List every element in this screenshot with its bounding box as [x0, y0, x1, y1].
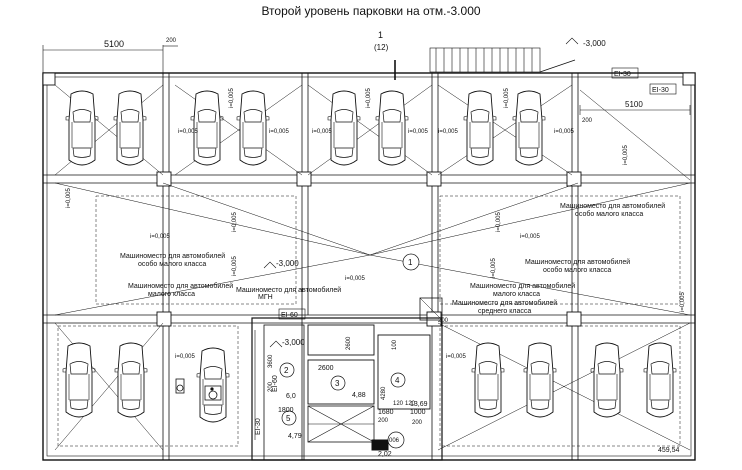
- drawing-title: Второй уровень парковки на отм.-3.000: [261, 4, 481, 18]
- svg-text:200: 200: [268, 381, 274, 392]
- svg-text:3600: 3600: [268, 354, 274, 368]
- svg-text:100: 100: [392, 339, 398, 350]
- level-marks: [263, 37, 579, 348]
- fire-label-2: EI-30: [652, 87, 669, 94]
- svg-text:Машиноместо для автомобилей: Машиноместо для автомобилей: [452, 299, 557, 307]
- svg-text:1680: 1680: [378, 409, 394, 416]
- svg-text:особо малого класса: особо малого класса: [138, 260, 206, 268]
- svg-text:4,79: 4,79: [288, 433, 302, 440]
- svg-text:i=0,005: i=0,005: [175, 354, 196, 360]
- ramp: [429, 47, 576, 73]
- svg-text:i=0,005: i=0,005: [66, 187, 72, 208]
- cars-top-row: [65, 90, 546, 166]
- svg-text:i=0,005: i=0,005: [496, 211, 502, 232]
- room-number-4: 4: [395, 376, 400, 385]
- svg-text:i=0,005: i=0,005: [554, 129, 575, 135]
- svg-text:МГН: МГН: [258, 294, 273, 301]
- svg-text:i=0,005: i=0,005: [345, 276, 366, 282]
- svg-text:i=0,005: i=0,005: [680, 291, 686, 312]
- svg-text:Машиноместо для автомобилей: Машиноместо для автомобилей: [120, 252, 225, 260]
- dimension-lines: [42, 45, 691, 440]
- svg-text:особо малого класса: особо малого класса: [543, 266, 611, 274]
- fire-label-5: EI-30: [255, 418, 262, 435]
- svg-text:среднего класса: среднего класса: [478, 308, 531, 315]
- svg-text:120: 120: [393, 401, 404, 407]
- svg-text:200: 200: [378, 418, 389, 424]
- svg-text:200: 200: [412, 420, 423, 426]
- room-markers: [279, 253, 420, 449]
- svg-text:120: 120: [405, 401, 416, 407]
- fire-label-3: EI-60: [281, 312, 298, 319]
- room-number-5: 5: [286, 414, 291, 423]
- wheelchair-icon: [175, 378, 222, 401]
- parking-zones: [57, 195, 681, 447]
- svg-text:i=0,005: i=0,005: [438, 129, 459, 135]
- dim-right-span: 5100: [625, 100, 643, 109]
- fire-label-4: EI-60: [272, 375, 279, 392]
- svg-text:i=0,005: i=0,005: [491, 257, 497, 278]
- level-mark-top-right: -3,000: [583, 39, 606, 48]
- level-mark-center: -3,000: [276, 259, 299, 268]
- svg-text:459,54: 459,54: [658, 447, 680, 454]
- svg-text:2600: 2600: [318, 365, 334, 372]
- svg-text:i=0,005: i=0,005: [504, 87, 510, 108]
- svg-text:i=0,005: i=0,005: [446, 354, 467, 360]
- room-number-006: 006: [389, 438, 400, 444]
- dim-top-gap: 200: [166, 38, 177, 44]
- fire-label-1: EI-30: [614, 71, 631, 78]
- svg-text:малого класса: малого класса: [148, 291, 195, 298]
- svg-text:i=0,005: i=0,005: [232, 211, 238, 232]
- svg-text:i=0,005: i=0,005: [269, 129, 290, 135]
- svg-text:2,02: 2,02: [378, 451, 392, 458]
- dim-top-left-span: 5100: [104, 39, 124, 49]
- level-mark-core: -3,000: [282, 338, 305, 347]
- svg-text:i=0,005: i=0,005: [366, 87, 372, 108]
- svg-text:Машиноместо для автомобилей: Машиноместо для автомобилей: [525, 258, 630, 266]
- svg-text:особо малого класса: особо малого класса: [575, 210, 643, 218]
- svg-text:i=0,005: i=0,005: [178, 129, 199, 135]
- svg-text:Машиноместо для автомобилей: Машиноместо для автомобилей: [128, 282, 233, 290]
- svg-text:1800: 1800: [278, 407, 294, 414]
- core-dimensions: 2600 3600 2600 4280 4,88 6,0 200 1800 4,…: [268, 318, 680, 458]
- svg-text:6,0: 6,0: [286, 393, 296, 400]
- svg-text:i=0,005: i=0,005: [520, 234, 541, 240]
- parking-space-labels: Машиноместо для автомобилей особо малого…: [120, 202, 665, 315]
- svg-text:i=0,005: i=0,005: [232, 255, 238, 276]
- svg-text:i=0,005: i=0,005: [312, 129, 333, 135]
- svg-text:13,69: 13,69: [410, 401, 428, 408]
- svg-text:1000: 1000: [410, 409, 426, 416]
- slope-labels: i=0,005 i=0,005 i=0,005 i=0,005 i=0,005 …: [66, 87, 686, 360]
- svg-text:i=0,005: i=0,005: [623, 144, 629, 165]
- svg-text:малого класса: малого класса: [493, 291, 540, 298]
- service-core: [251, 297, 443, 461]
- section-mark-number: 1: [378, 30, 383, 40]
- room-number-3: 3: [335, 379, 340, 388]
- room-number-1: 1: [408, 258, 413, 267]
- svg-text:Машиноместо для автомобилей: Машиноместо для автомобилей: [470, 282, 575, 290]
- svg-text:2600: 2600: [346, 336, 352, 350]
- svg-text:4280: 4280: [381, 386, 387, 400]
- dim-right-gap: 200: [582, 118, 593, 124]
- room-number-2: 2: [284, 366, 289, 375]
- svg-text:i=0,005: i=0,005: [150, 234, 171, 240]
- svg-text:i=0,005: i=0,005: [229, 87, 235, 108]
- fire-rating-labels: [278, 67, 677, 320]
- svg-text:i=0,005: i=0,005: [408, 129, 429, 135]
- columns: [42, 72, 696, 327]
- section-mark-sheet: (12): [374, 43, 389, 52]
- svg-text:Машиноместо для автомобилей: Машиноместо для автомобилей: [560, 202, 665, 210]
- svg-text:4,88: 4,88: [352, 392, 366, 399]
- svg-text:200: 200: [438, 318, 449, 324]
- svg-text:Машиноместо для автомобилей: Машиноместо для автомобилей: [236, 286, 341, 294]
